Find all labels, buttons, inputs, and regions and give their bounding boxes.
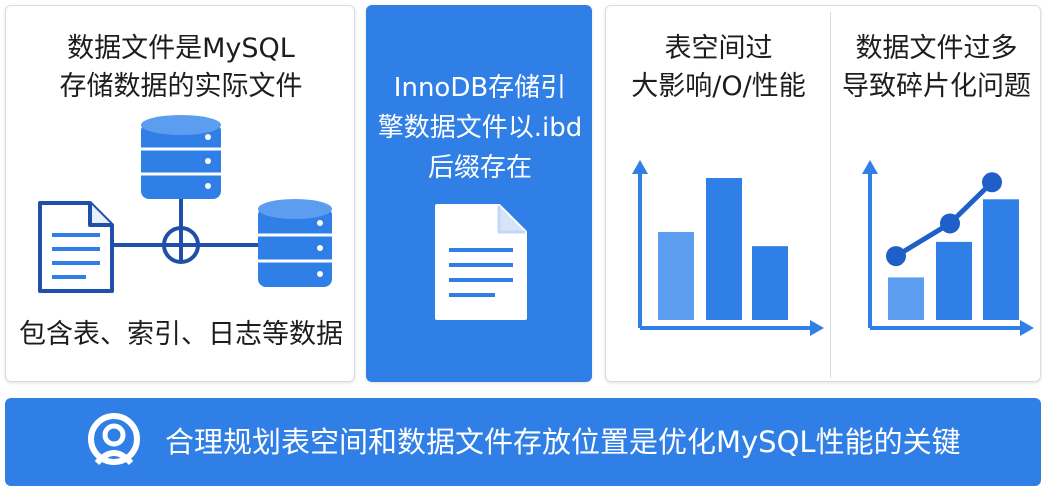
chart-bar	[752, 246, 788, 320]
chart-bar	[706, 178, 742, 320]
panel-4-title: 数据文件过多 导致碎片化问题	[842, 33, 1031, 102]
database-icon	[258, 199, 332, 287]
database-icon	[141, 115, 221, 199]
y-axis-arrow	[862, 160, 878, 174]
panel-2-title: InnoDB存储引 擎数据文件以.ibd 后缀存在	[377, 73, 583, 183]
panel-divider	[830, 12, 831, 378]
io-performance-bar-icon	[632, 160, 824, 336]
panel-innodb-ibd: InnoDB存储引 擎数据文件以.ibd 后缀存在	[366, 5, 592, 382]
banner-text: 合理规划表空间和数据文件存放位置是优化MySQL性能的关键	[165, 425, 961, 459]
key-takeaway-banner: 合理规划表空间和数据文件存放位置是优化MySQL性能的关键	[5, 398, 1041, 486]
chart-bar	[983, 199, 1019, 320]
chart-bar	[936, 241, 972, 320]
x-axis-arrow	[1020, 320, 1034, 336]
panel-3-title: 表空间过 大影响/O/性能	[631, 33, 806, 102]
document-icon	[38, 201, 114, 293]
panel-1-footer: 包含表、索引、日志等数据	[19, 319, 343, 350]
panel-group-performance: 表空间过 大影响/O/性能 数据文件过多 导致碎片化问题	[605, 5, 1041, 382]
chart-bar	[888, 277, 924, 320]
chart-bar	[658, 231, 694, 320]
fragmentation-trend-icon	[862, 160, 1034, 336]
junction-icon	[162, 226, 200, 264]
y-axis-arrow	[632, 160, 648, 174]
trend-point	[940, 213, 960, 234]
panel-mysql-data-files: 数据文件是MySQL 存储数据的实际文件	[5, 5, 355, 382]
x-axis-arrow	[810, 320, 824, 336]
file-icon	[435, 204, 527, 320]
panel-1-title: 数据文件是MySQL 存储数据的实际文件	[59, 33, 303, 102]
trend-point	[886, 246, 906, 267]
user-avatar-icon	[88, 413, 140, 466]
trend-point	[982, 172, 1002, 193]
database-network-illustration	[38, 115, 332, 293]
